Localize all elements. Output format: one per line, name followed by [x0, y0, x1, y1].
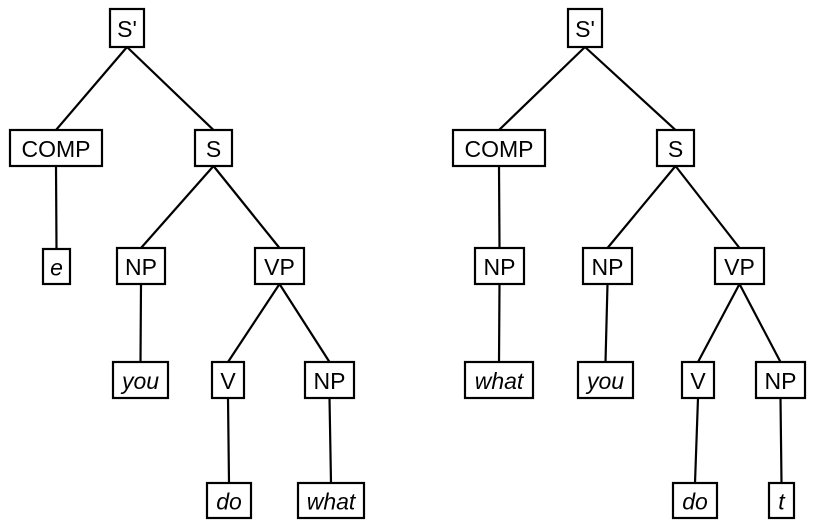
- node-box-R-VP: [713, 246, 766, 286]
- node-box-R-what: [463, 360, 535, 400]
- tree-edge-L-S-to-L-VP: [212, 165, 281, 249]
- node-box-R-you: [576, 360, 635, 400]
- right-tree-nodes: S' COMP S NP NP VP what you V NP do t: [451, 7, 807, 520]
- tree-edge-R-NP1-to-R-you: [604, 283, 609, 363]
- node-label-R-COMP: COMP: [465, 136, 534, 162]
- tree-edge-L-VP-to-L-NP2: [278, 283, 331, 363]
- node-label-L-what: what: [307, 489, 357, 515]
- tree-edge-R-S-to-R-NP1: [606, 165, 677, 249]
- node-box-L-you: [111, 360, 170, 400]
- node-box-R-NP0: [473, 246, 526, 286]
- tree-node-L-V: V: [210, 360, 246, 400]
- node-box-R-Sbar: [566, 7, 604, 49]
- node-label-R-what: what: [475, 368, 525, 394]
- tree-node-L-S: S: [193, 128, 234, 168]
- node-label-L-NP2: NP: [314, 368, 346, 394]
- tree-edge-R-VP-to-R-NP2: [738, 283, 782, 363]
- tree-edge-R-NP2-to-R-t: [779, 397, 783, 484]
- node-label-L-VP: VP: [264, 254, 295, 280]
- node-box-L-Sbar: [108, 7, 146, 49]
- tree-edge-R-NP0-to-R-what: [497, 283, 501, 363]
- tree-edge-R-COMP-to-R-NP0: [497, 165, 501, 249]
- tree-edge-L-S-to-L-NP1: [140, 165, 215, 249]
- tree-edge-R-Sbar-to-R-S: [584, 46, 677, 131]
- node-label-R-t: t: [778, 489, 786, 515]
- node-label-R-V: V: [690, 368, 706, 394]
- tree-node-R-VP: VP: [713, 246, 766, 286]
- node-box-R-S: [655, 128, 696, 168]
- node-label-R-NP0: NP: [484, 254, 516, 280]
- node-label-R-S: S: [668, 136, 683, 162]
- tree-edge-L-COMP-to-L-e: [54, 165, 58, 250]
- tree-node-L-what: what: [296, 481, 366, 520]
- node-label-R-do: do: [682, 489, 708, 515]
- tree-node-R-COMP: COMP: [451, 128, 547, 168]
- node-box-R-t: [767, 481, 796, 520]
- node-label-L-COMP: COMP: [22, 136, 91, 162]
- node-label-L-V: V: [220, 368, 236, 394]
- tree-node-L-you: you: [111, 360, 170, 400]
- node-box-R-NP2: [754, 360, 807, 400]
- tree-node-R-you: you: [576, 360, 635, 400]
- node-label-L-S: S: [206, 136, 221, 162]
- tree-node-L-NP2: NP: [303, 360, 356, 400]
- right-tree-edges: [497, 46, 783, 484]
- node-label-L-NP1: NP: [125, 254, 157, 280]
- node-box-L-S: [193, 128, 234, 168]
- tree-node-L-VP: VP: [253, 246, 306, 286]
- tree-node-R-what: what: [463, 360, 535, 400]
- node-label-R-NP1: NP: [592, 254, 624, 280]
- tree-edge-L-V-to-L-do: [226, 397, 231, 484]
- tree-node-L-do: do: [205, 481, 253, 520]
- node-box-R-COMP: [451, 128, 547, 168]
- tree-edge-R-VP-to-R-V: [697, 283, 741, 363]
- tree-node-L-COMP: COMP: [8, 128, 104, 168]
- node-box-R-V: [680, 360, 716, 400]
- tree-node-R-NP0: NP: [473, 246, 526, 286]
- node-label-L-you: you: [120, 368, 159, 394]
- node-label-L-do: do: [216, 489, 242, 515]
- tree-node-L-e: e: [41, 247, 72, 286]
- tree-node-R-do: do: [671, 481, 719, 520]
- tree-node-L-NP1: NP: [115, 246, 167, 286]
- node-label-R-VP: VP: [724, 254, 755, 280]
- node-box-L-VP: [253, 246, 306, 286]
- tree-edge-L-NP1-to-L-you: [139, 283, 143, 363]
- node-box-L-NP2: [303, 360, 356, 400]
- node-box-L-what: [296, 481, 366, 520]
- tree-edge-R-V-to-R-do: [693, 397, 700, 484]
- node-box-R-do: [671, 481, 719, 520]
- node-box-L-do: [205, 481, 253, 520]
- node-box-L-V: [210, 360, 246, 400]
- tree-edge-L-Sbar-to-L-S: [126, 46, 215, 131]
- node-label-R-you: you: [585, 368, 624, 394]
- tree-edge-R-Sbar-to-R-COMP: [498, 46, 586, 131]
- tree-node-R-NP2: NP: [754, 360, 807, 400]
- node-box-L-e: [41, 247, 72, 286]
- edges-layer: [54, 46, 783, 484]
- node-label-R-Sbar: S': [575, 16, 595, 42]
- tree-edge-L-VP-to-L-V: [227, 283, 281, 363]
- tree-edge-L-Sbar-to-L-COMP: [55, 46, 128, 131]
- node-box-R-NP1: [581, 246, 634, 286]
- tree-node-R-Sbar: S': [566, 7, 604, 49]
- tree-node-R-V: V: [680, 360, 716, 400]
- node-box-L-COMP: [8, 128, 104, 168]
- tree-node-R-S: S: [655, 128, 696, 168]
- node-label-L-e: e: [50, 255, 63, 281]
- tree-node-L-Sbar: S': [108, 7, 146, 49]
- left-tree-edges: [54, 46, 333, 484]
- node-box-L-NP1: [115, 246, 167, 286]
- node-label-R-NP2: NP: [765, 368, 797, 394]
- tree-edge-R-S-to-R-VP: [674, 165, 741, 249]
- tree-node-R-t: t: [767, 481, 796, 520]
- tree-node-R-NP1: NP: [581, 246, 634, 286]
- node-label-L-Sbar: S': [117, 16, 137, 42]
- tree-edge-L-NP2-to-L-what: [328, 397, 333, 484]
